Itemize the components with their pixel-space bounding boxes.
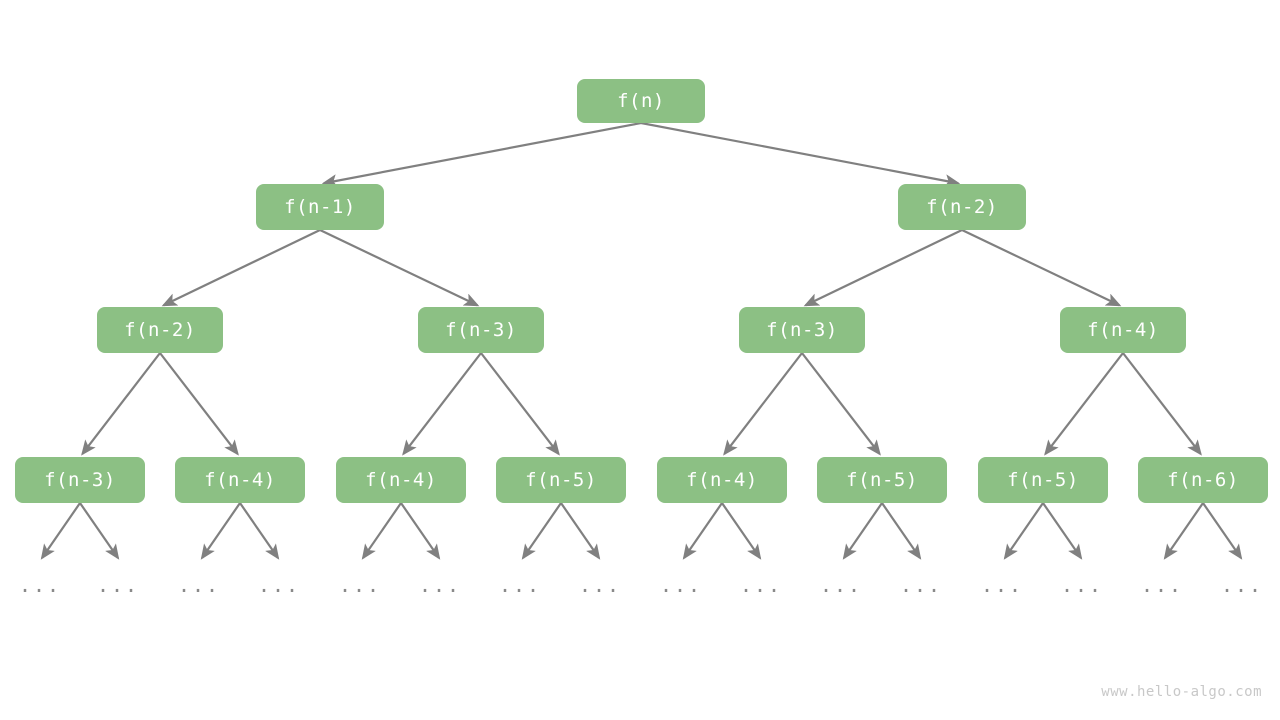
ellipsis-marker: ... [177, 573, 221, 597]
tree-edge-stub [400, 502, 441, 560]
tree-edge [480, 352, 560, 456]
tree-edge-stub [200, 502, 241, 560]
tree-node-label: f(n-3) [766, 319, 838, 341]
tree-node-label: f(n-3) [44, 469, 116, 491]
tree-node-label: f(n-5) [525, 469, 597, 491]
ellipsis-marker: ... [1060, 573, 1104, 597]
tree-edge [640, 121, 961, 188]
tree-node-label: f(n-2) [926, 196, 998, 218]
tree-node-label: f(n-3) [445, 319, 517, 341]
tree-node-label: f(n-5) [1007, 469, 1079, 491]
tree-node-fn-1: f(n-1) [256, 184, 384, 230]
tree-node-fn-5: f(n-5) [817, 457, 947, 503]
ellipsis-marker: ... [96, 573, 140, 597]
tree-node-fn-2: f(n-2) [97, 307, 223, 353]
ellipsis-marker: ... [578, 573, 622, 597]
tree-node-fn-5: f(n-5) [978, 457, 1108, 503]
tree-edge [1044, 352, 1124, 456]
tree-node-label: f(n-5) [846, 469, 918, 491]
tree-node-label: f(n-2) [124, 319, 196, 341]
tree-edge [803, 229, 963, 307]
tree-edge-stub [521, 502, 562, 560]
tree-edge [801, 352, 881, 456]
tree-edge [402, 352, 482, 456]
tree-edge-stub [881, 502, 922, 560]
tree-edge [321, 121, 642, 188]
tree-node-fn-5: f(n-5) [496, 457, 626, 503]
ellipsis-marker: ... [739, 573, 783, 597]
tree-node-label: f(n-4) [365, 469, 437, 491]
tree-edge-stub [40, 502, 81, 560]
ellipsis-marker: ... [257, 573, 301, 597]
tree-node-fn-3: f(n-3) [418, 307, 544, 353]
tree-node-fn-2: f(n-2) [898, 184, 1026, 230]
tree-edge [1122, 352, 1202, 456]
ellipsis-marker: ... [980, 573, 1024, 597]
tree-node-fn-4: f(n-4) [336, 457, 466, 503]
tree-node-fn-4: f(n-4) [657, 457, 787, 503]
tree-node-label: f(n) [617, 90, 665, 112]
tree-node-fn-3: f(n-3) [15, 457, 145, 503]
tree-edge-stub [1003, 502, 1044, 560]
tree-node-label: f(n-1) [284, 196, 356, 218]
tree-edge-stub [361, 502, 402, 560]
tree-node-fn-4: f(n-4) [175, 457, 305, 503]
ellipsis-marker: ... [338, 573, 382, 597]
tree-edge-stub [560, 502, 601, 560]
tree-edge-stub [1163, 502, 1204, 560]
ellipsis-marker: ... [659, 573, 703, 597]
tree-edge [319, 229, 480, 307]
ellipsis-marker: ... [418, 573, 462, 597]
tree-node-fn: f(n) [577, 79, 705, 123]
tree-edge-stub [1042, 502, 1083, 560]
tree-edge-stub [239, 502, 280, 560]
ellipsis-marker: ... [498, 573, 542, 597]
tree-edge [161, 229, 321, 307]
ellipsis-marker: ... [819, 573, 863, 597]
ellipsis-marker: ... [1220, 573, 1264, 597]
tree-edge-stub [79, 502, 120, 560]
tree-node-fn-6: f(n-6) [1138, 457, 1268, 503]
tree-edge [81, 352, 161, 456]
tree-edge [159, 352, 239, 456]
tree-edge-stub [682, 502, 723, 560]
tree-node-fn-3: f(n-3) [739, 307, 865, 353]
tree-node-label: f(n-4) [1087, 319, 1159, 341]
tree-edge [961, 229, 1122, 307]
ellipsis-marker: ... [1140, 573, 1184, 597]
tree-node-fn-4: f(n-4) [1060, 307, 1186, 353]
tree-edge-stub [842, 502, 883, 560]
ellipsis-marker: ... [899, 573, 943, 597]
tree-node-label: f(n-4) [204, 469, 276, 491]
tree-edge-stub [721, 502, 762, 560]
watermark-label: www.hello-algo.com [1101, 684, 1262, 700]
tree-node-label: f(n-4) [686, 469, 758, 491]
tree-edge [723, 352, 803, 456]
tree-node-label: f(n-6) [1167, 469, 1239, 491]
ellipsis-marker: ... [18, 573, 62, 597]
tree-edge-stub [1202, 502, 1243, 560]
